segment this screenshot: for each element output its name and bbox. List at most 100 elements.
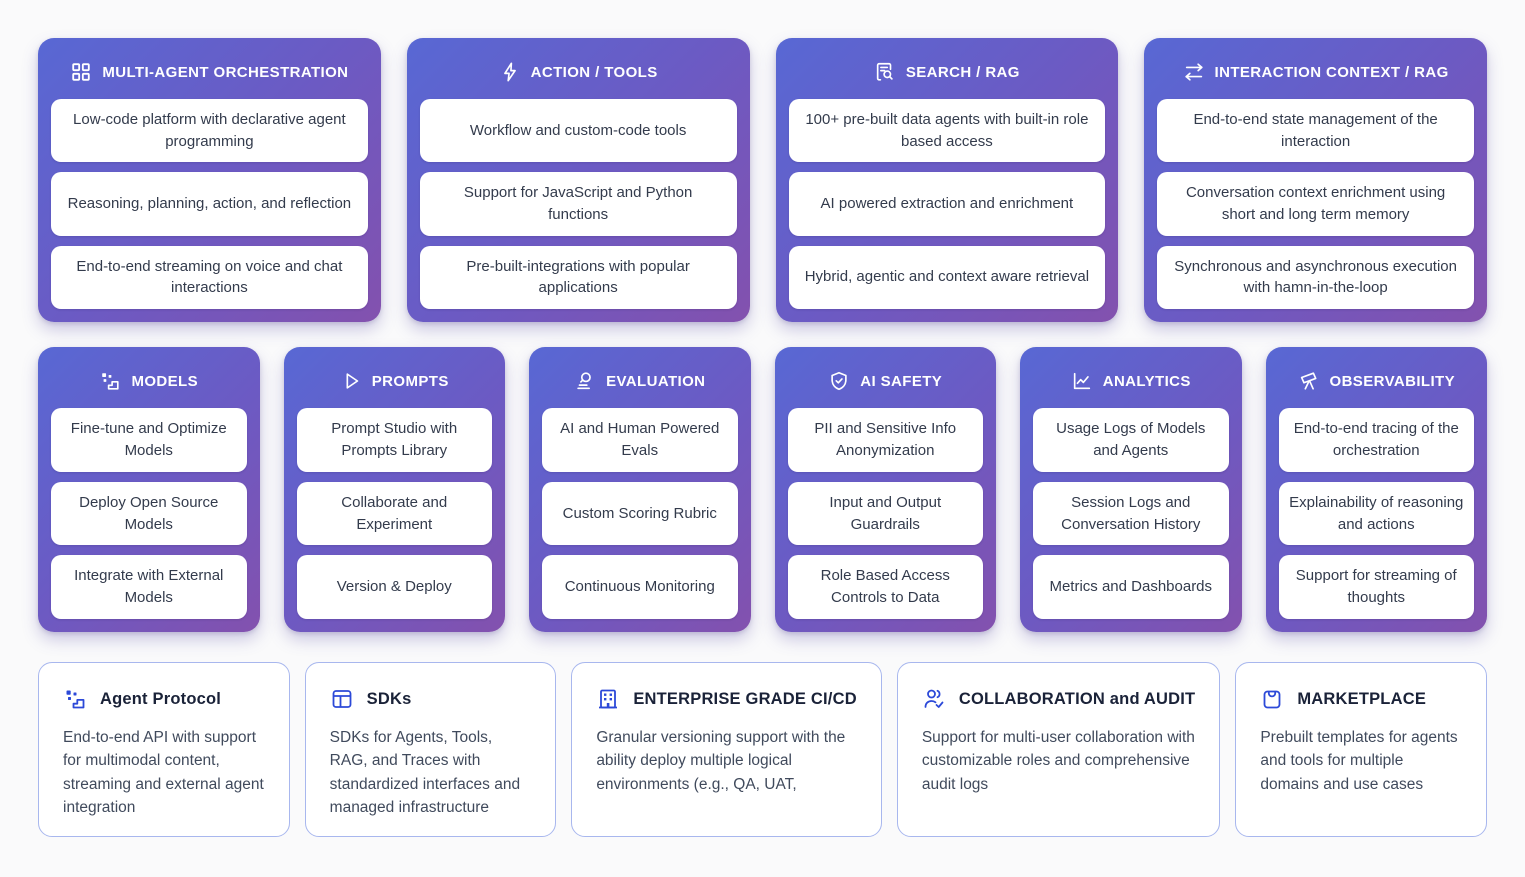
card-interaction-context-rag: INTERACTION CONTEXT / RAG End-to-end sta…: [1144, 38, 1487, 322]
feature-item: AI and Human Powered Evals: [542, 408, 738, 472]
feature-item: Low-code platform with declarative agent…: [51, 99, 368, 163]
card-header: SEARCH / RAG: [776, 38, 1119, 99]
card-title: SDKs: [366, 689, 412, 708]
feature-item: Prompt Studio with Prompts Library: [296, 408, 492, 472]
feature-item: AI powered extraction and enrichment: [788, 172, 1106, 236]
card-items: 100+ pre-built data agents with built-in…: [776, 99, 1119, 322]
card-header: MARKETPLACE: [1260, 687, 1462, 711]
card-header: Agent Protocol: [63, 687, 265, 711]
feature-item: Collaborate and Experiment: [296, 481, 492, 546]
feature-item: Input and Output Guardrails: [787, 481, 983, 546]
card-description: Support for multi-user collaboration wit…: [921, 729, 1195, 793]
capability-row-bottom: Agent Protocol End-to-end API with suppo…: [38, 662, 1487, 837]
card-items: End-to-end tracing of the orchestration …: [1266, 408, 1488, 632]
feature-item: Conversation context enrichment using sh…: [1157, 172, 1474, 236]
card-ai-safety: AI SAFETY PII and Sensitive Info Anonymi…: [774, 347, 997, 632]
feature-item: Pre-built-integrations with popular appl…: [419, 245, 737, 309]
feature-item: Hybrid, agentic and context aware retrie…: [788, 245, 1106, 309]
card-description: End-to-end API with support for multimod…: [63, 729, 264, 816]
card-evaluation: EVALUATION AI and Human Powered Evals Cu…: [529, 347, 751, 632]
card-description: SDKs for Agents, Tools, RAG, and Traces …: [329, 729, 521, 816]
card-title: Agent Protocol: [100, 689, 222, 708]
feature-item: Support for streaming of thoughts: [1278, 555, 1474, 620]
card-items: Low-code platform with declarative agent…: [38, 99, 381, 322]
building-icon: [596, 687, 620, 711]
card-multi-agent-orchestration: MULTI-AGENT ORCHESTRATION Low-code platf…: [38, 38, 381, 322]
card-title: MARKETPLACE: [1297, 689, 1427, 708]
feature-item: Continuous Monitoring: [542, 555, 738, 620]
feature-item: Workflow and custom-code tools: [419, 99, 737, 163]
card-header: COLLABORATION and AUDIT: [922, 687, 1196, 711]
grid-icon: [70, 61, 92, 83]
swap-arrows-icon: [1183, 61, 1205, 83]
feature-item: Support for JavaScript and Python functi…: [419, 172, 737, 236]
shopping-bag-icon: [1260, 687, 1284, 711]
shield-check-icon: [828, 370, 850, 392]
card-enterprise-cicd: ENTERPRISE GRADE CI/CD Granular versioni…: [571, 662, 882, 837]
microscope-icon: [574, 370, 596, 392]
card-search-rag: SEARCH / RAG 100+ pre-built data agents …: [775, 38, 1119, 322]
card-header: EVALUATION: [529, 347, 751, 408]
feature-item: Custom Scoring Rubric: [542, 481, 738, 546]
feature-item: End-to-end streaming on voice and chat i…: [51, 245, 368, 309]
card-prompts: PROMPTS Prompt Studio with Prompts Libra…: [283, 347, 506, 632]
card-observability: OBSERVABILITY End-to-end tracing of the …: [1265, 347, 1488, 632]
card-items: Workflow and custom-code tools Support f…: [407, 99, 750, 322]
window-icon: [330, 687, 354, 711]
card-header: OBSERVABILITY: [1266, 347, 1488, 408]
card-sdks: SDKs SDKs for Agents, Tools, RAG, and Tr…: [304, 662, 557, 837]
feature-item: End-to-end tracing of the orchestration: [1278, 408, 1474, 472]
feature-item: Metrics and Dashboards: [1033, 555, 1229, 620]
feature-item: Explainability of reasoning and actions: [1278, 481, 1474, 546]
blocks-icon: [63, 687, 87, 711]
play-icon: [340, 370, 362, 392]
card-header: PROMPTS: [284, 347, 506, 408]
card-title: OBSERVABILITY: [1329, 372, 1455, 390]
card-marketplace: MARKETPLACE Prebuilt templates for agent…: [1235, 662, 1487, 837]
card-header: ENTERPRISE GRADE CI/CD: [596, 687, 857, 711]
card-models: MODELS Fine-tune and Optimize Models Dep…: [38, 347, 260, 632]
card-agent-protocol: Agent Protocol End-to-end API with suppo…: [38, 662, 290, 837]
feature-item: Session Logs and Conversation History: [1033, 481, 1229, 546]
capability-row-top: MULTI-AGENT ORCHESTRATION Low-code platf…: [38, 38, 1487, 322]
card-items: Prompt Studio with Prompts Library Colla…: [284, 408, 506, 632]
feature-item: Synchronous and asynchronous execution w…: [1157, 245, 1474, 309]
card-items: End-to-end state management of the inter…: [1144, 99, 1487, 322]
telescope-icon: [1298, 370, 1320, 392]
card-analytics: ANALYTICS Usage Logs of Models and Agent…: [1020, 347, 1242, 632]
card-description: Prebuilt templates for agents and tools …: [1260, 729, 1458, 793]
document-search-icon: [874, 61, 896, 83]
bolt-icon: [499, 61, 521, 83]
card-collaboration-audit: COLLABORATION and AUDIT Support for mult…: [896, 662, 1221, 837]
card-header: AI SAFETY: [775, 347, 997, 408]
card-title: COLLABORATION and AUDIT: [958, 689, 1196, 708]
card-title: EVALUATION: [606, 372, 706, 390]
card-title: PROMPTS: [371, 372, 449, 390]
users-check-icon: [922, 687, 946, 711]
feature-item: Usage Logs of Models and Agents: [1033, 408, 1229, 472]
card-title: INTERACTION CONTEXT / RAG: [1214, 63, 1449, 81]
feature-item: Role Based Access Controls to Data: [787, 555, 983, 620]
card-header: MODELS: [38, 347, 260, 408]
feature-item: Deploy Open Source Models: [51, 481, 247, 546]
card-title: MODELS: [131, 372, 199, 390]
feature-item: Fine-tune and Optimize Models: [51, 408, 247, 472]
card-items: PII and Sensitive Info Anonymization Inp…: [775, 408, 997, 632]
feature-item: PII and Sensitive Info Anonymization: [787, 408, 983, 472]
card-title: MULTI-AGENT ORCHESTRATION: [102, 63, 349, 81]
card-items: Usage Logs of Models and Agents Session …: [1020, 408, 1242, 632]
card-title: SEARCH / RAG: [905, 63, 1020, 81]
capability-row-middle: MODELS Fine-tune and Optimize Models Dep…: [38, 347, 1487, 632]
line-chart-icon: [1071, 370, 1093, 392]
card-header: ANALYTICS: [1020, 347, 1242, 408]
card-header: SDKs: [330, 687, 532, 711]
blocks-icon: [99, 370, 121, 392]
feature-item: 100+ pre-built data agents with built-in…: [788, 99, 1106, 163]
card-header: MULTI-AGENT ORCHESTRATION: [38, 38, 381, 99]
card-header: ACTION / TOOLS: [407, 38, 750, 99]
card-title: ACTION / TOOLS: [530, 63, 658, 81]
card-title: AI SAFETY: [860, 372, 943, 390]
feature-item: End-to-end state management of the inter…: [1157, 99, 1474, 163]
card-items: AI and Human Powered Evals Custom Scorin…: [529, 408, 751, 632]
card-action-tools: ACTION / TOOLS Workflow and custom-code …: [406, 38, 750, 322]
